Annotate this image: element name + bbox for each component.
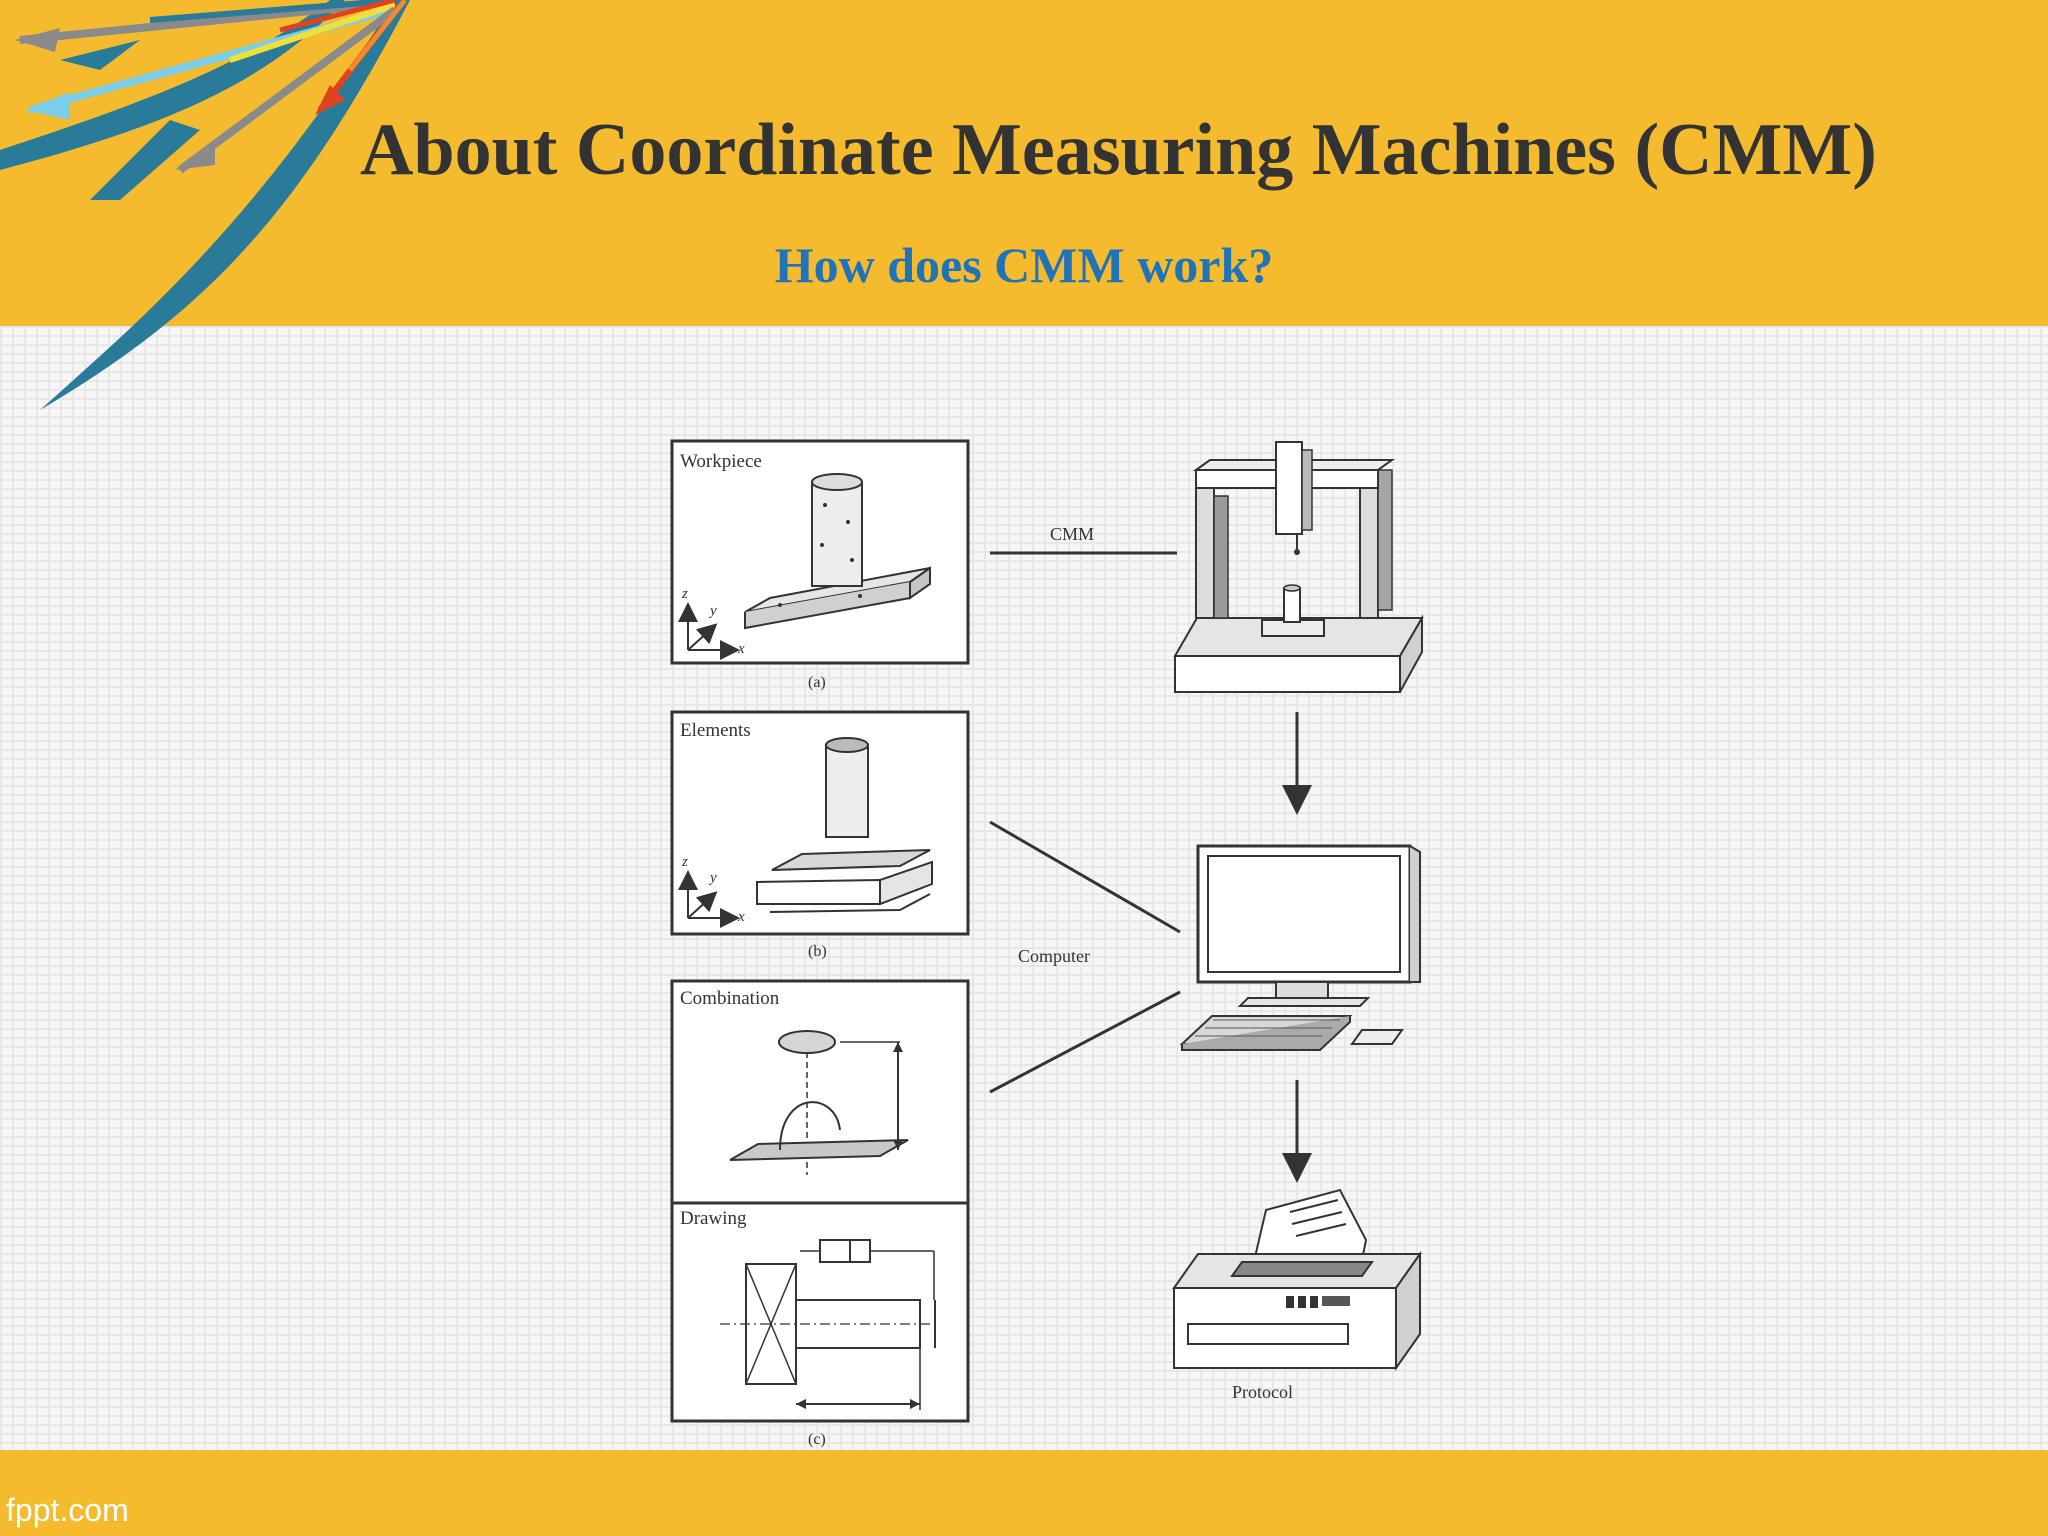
panel-label-drawing: Drawing	[680, 1208, 747, 1229]
protocol-label: Protocol	[1232, 1382, 1293, 1402]
footer-brand: fppt.com	[6, 1492, 129, 1528]
axis-z-label-b: z	[681, 854, 688, 870]
axis-x-label-b: x	[737, 909, 745, 925]
computer	[1179, 844, 1421, 1051]
cmm-label: CMM	[1050, 524, 1094, 544]
connector-lines: CMM Computer	[989, 524, 1181, 1094]
axis-x-label: x	[737, 641, 745, 657]
axis-y-label-b: y	[708, 870, 717, 886]
caption-a: (a)	[808, 674, 826, 691]
arrows-swoosh-decoration	[0, 0, 410, 410]
cmm-machine	[1173, 441, 1424, 693]
slide-title: About Coordinate Measuring Machines (CMM…	[360, 109, 1877, 191]
panel-elements: Elements z y x (b)	[670, 710, 970, 960]
axis-y-label: y	[708, 603, 717, 619]
computer-label: Computer	[1018, 946, 1090, 966]
panel-label-elements: Elements	[680, 720, 751, 741]
content-area	[0, 326, 2048, 1450]
axis-z-label: z	[681, 586, 688, 602]
panel-drawing: Drawing (c)	[670, 1201, 970, 1448]
panel-workpiece: Workpiece z y x (a)	[670, 439, 970, 691]
panel-label-combination: Combination	[680, 988, 780, 1009]
slide-subtitle: How does CMM work?	[774, 237, 1274, 293]
caption-b: (b)	[808, 943, 827, 960]
caption-c: (c)	[808, 1431, 826, 1448]
footer-band	[0, 1450, 2048, 1536]
panel-combination: Combination	[670, 979, 970, 1205]
panel-label-workpiece: Workpiece	[680, 451, 762, 472]
printer: Protocol	[1172, 1188, 1422, 1402]
